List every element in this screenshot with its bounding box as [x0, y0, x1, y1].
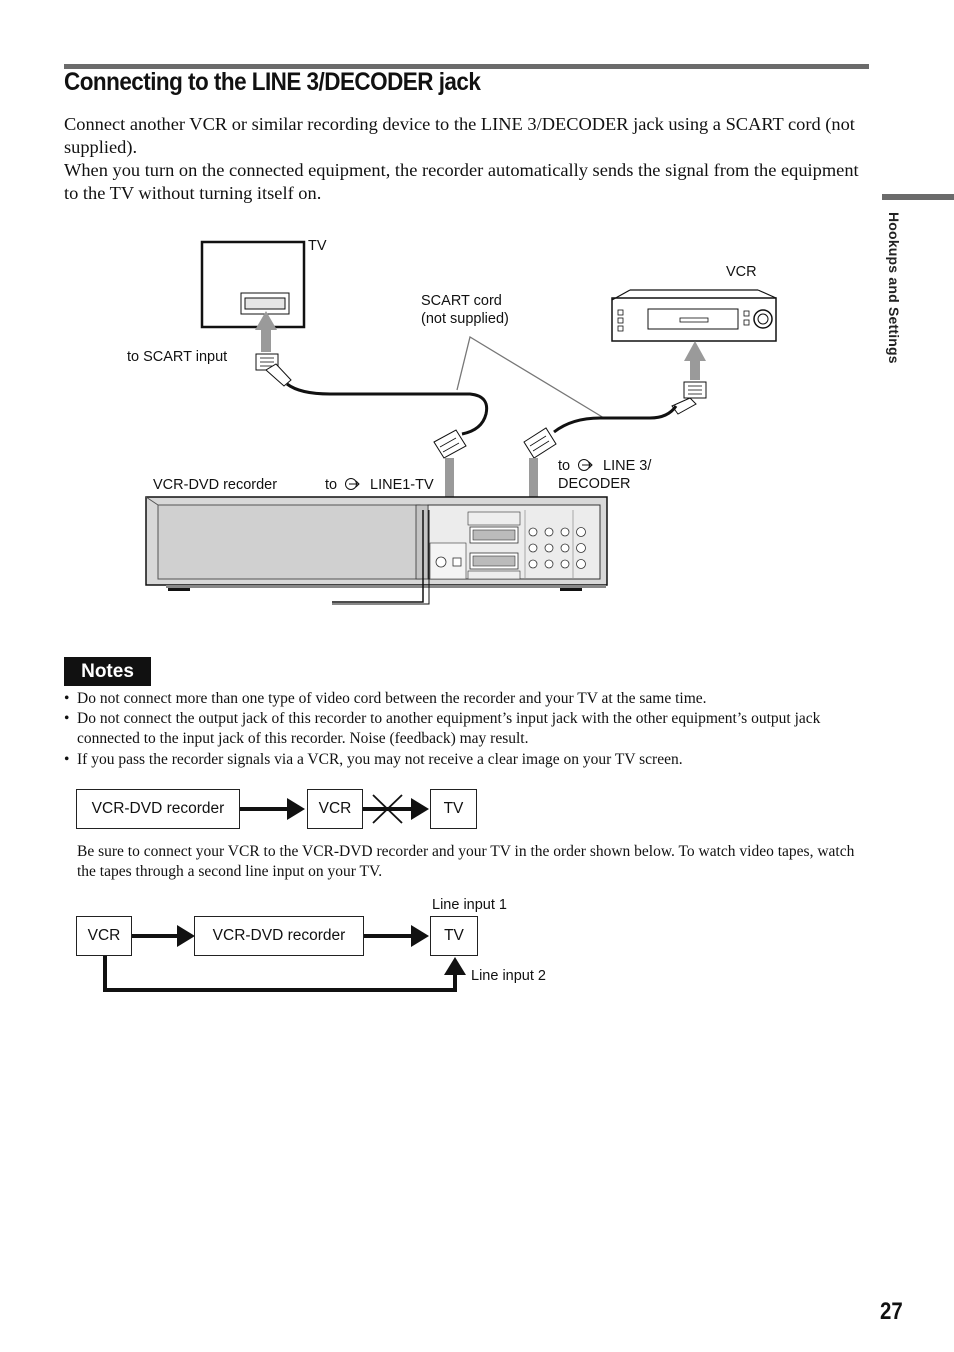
notes-list: Do not connect more than one type of vid…	[64, 689, 874, 770]
instruction-paragraph: Be sure to connect your VCR to the VCR-D…	[77, 843, 855, 881]
flow2-return-line	[103, 956, 457, 992]
intro-text: Connect another VCR or similar recording…	[64, 113, 872, 205]
notes-badge: Notes	[64, 657, 151, 686]
flow2-arrow-icon	[177, 925, 195, 947]
to-line1-jack: LINE1-TV	[370, 477, 434, 493]
flow1-vcr-box: VCR	[307, 789, 363, 829]
side-tab-bar	[882, 194, 954, 200]
vcr-illustration	[611, 289, 777, 342]
scart-jack-icon	[345, 478, 360, 490]
not-supplied-label: (not supplied)	[421, 311, 509, 327]
to-line3-jack-2: DECODER	[558, 476, 631, 492]
vcr-label: VCR	[726, 264, 757, 280]
note-item: If you pass the recorder signals via a V…	[64, 750, 874, 770]
note-item: Do not connect more than one type of vid…	[64, 689, 874, 709]
note-item: Do not connect the output jack of this r…	[64, 709, 874, 749]
scart-jack-icon	[578, 459, 593, 471]
flow2-vcr-box: VCR	[76, 916, 132, 956]
recorder-label: VCR-DVD recorder	[153, 477, 277, 493]
flow1-arrow-icon	[287, 798, 305, 820]
scart-plug-icon	[255, 353, 292, 387]
page-title: Connecting to the LINE 3/DECODER jack	[64, 68, 481, 96]
flow1-recorder-box: VCR-DVD recorder	[76, 789, 240, 829]
cable-out	[332, 510, 424, 603]
cable-tv	[286, 382, 489, 436]
leader-line	[456, 335, 605, 419]
flow1-tv-box: TV	[430, 789, 477, 829]
cable-out	[332, 510, 430, 605]
line-input-1-label: Line input 1	[432, 897, 507, 913]
to-scart-input-label: to SCART input	[127, 349, 227, 365]
to-line3-prefix: to	[558, 458, 570, 474]
page-number: 27	[880, 1298, 903, 1325]
cross-icon	[372, 794, 403, 824]
flow2-arrow-icon	[411, 925, 429, 947]
side-tab-label: Hookups and Settings	[886, 212, 902, 364]
cross-icon	[372, 794, 403, 824]
tv-illustration	[200, 240, 306, 329]
flow1-arrow-icon	[411, 798, 429, 820]
intro-paragraph-1: Connect another VCR or similar recording…	[64, 114, 855, 157]
heading-rule	[64, 64, 869, 69]
to-line3-jack: LINE 3/	[603, 458, 652, 474]
arrow-up-vcr-icon	[684, 341, 706, 380]
scart-plug-icon	[523, 427, 557, 459]
scart-plug-icon	[433, 429, 467, 459]
line-input-2-label: Line input 2	[471, 968, 546, 984]
flow2-recorder-box: VCR-DVD recorder	[194, 916, 364, 956]
arrow-up-tv-icon	[255, 311, 277, 352]
scart-cord-label: SCART cord	[421, 293, 502, 309]
intro-paragraph-2: When you turn on the connected equipment…	[64, 160, 859, 203]
to-line1-prefix: to	[325, 477, 337, 493]
cable-vcr	[553, 405, 678, 434]
connection-diagram: TV to SCART input VCR SCART cor	[127, 238, 777, 605]
scart-plug-icon	[671, 381, 707, 415]
arrow-line3	[529, 458, 538, 510]
flow2-tv-box: TV	[430, 916, 478, 956]
recorder-illustration	[145, 496, 608, 591]
tv-label: TV	[308, 238, 327, 254]
flow2-up-arrow-icon	[444, 957, 466, 975]
